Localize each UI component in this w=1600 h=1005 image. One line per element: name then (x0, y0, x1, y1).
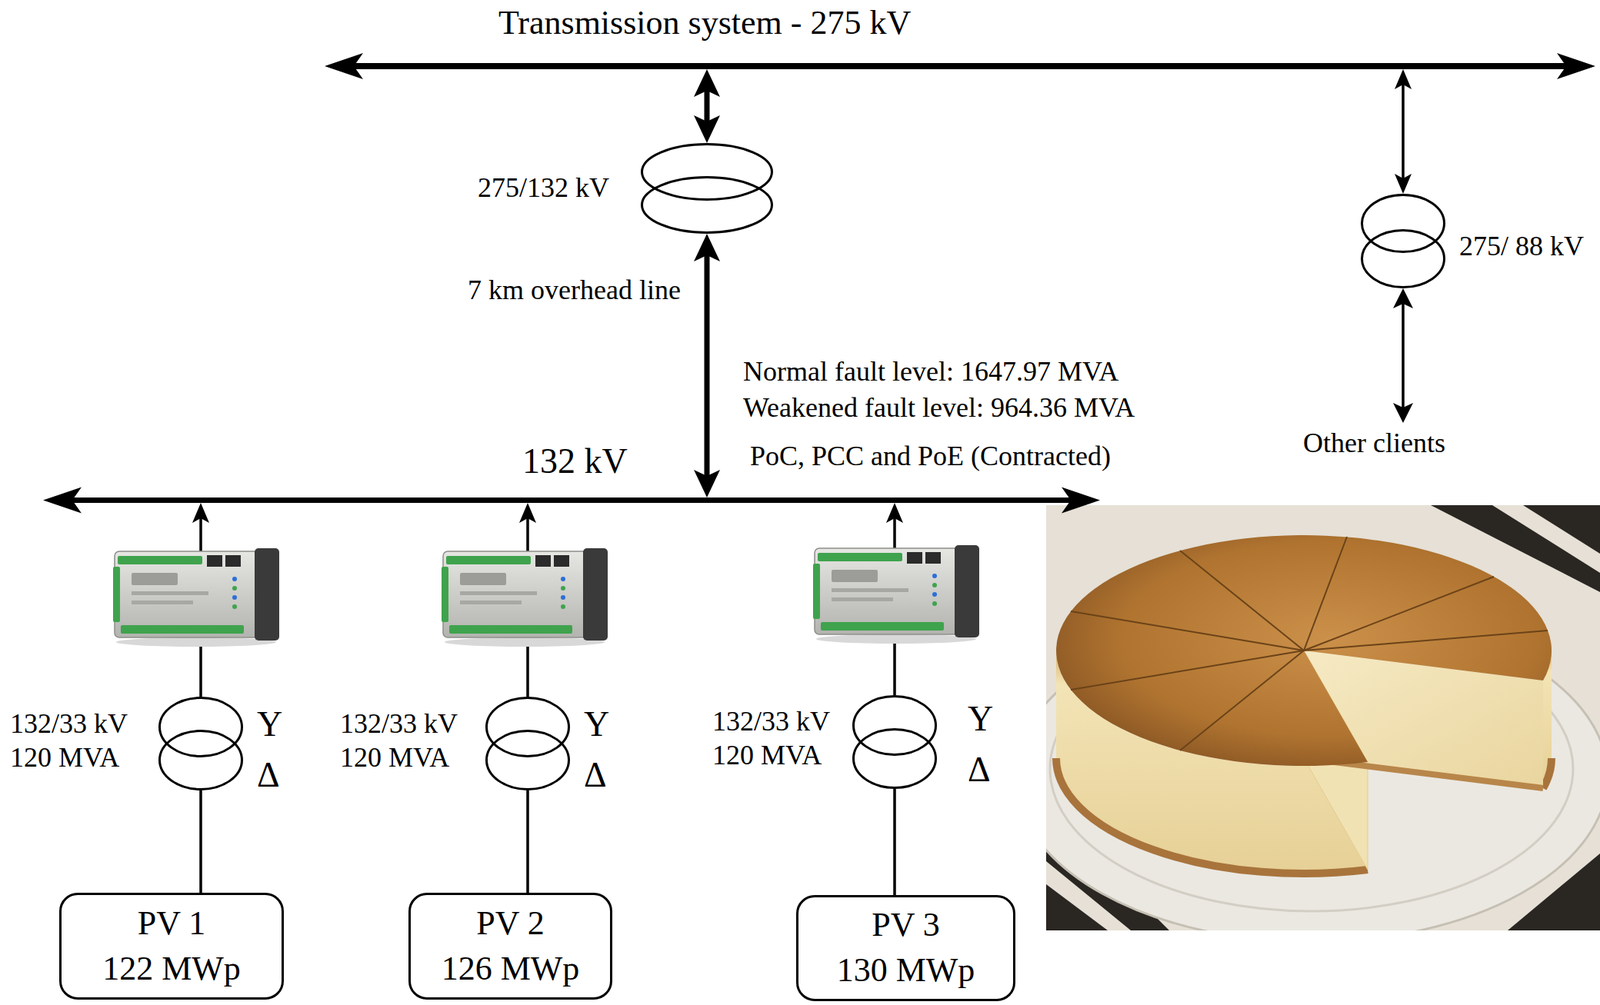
transformer-symbol: 132/33 kV 120 MVAYΔ (852, 695, 937, 790)
winding-circle (486, 731, 570, 790)
connector-line (893, 789, 897, 896)
plant-name: PV 3 (871, 905, 940, 947)
winding-circle (853, 730, 937, 789)
transmission-busbar: Transmission system - 275 kV (324, 63, 1596, 70)
winding-symbol: Y (256, 703, 283, 746)
winding-symbol: Δ (967, 748, 991, 791)
winding-circle (853, 696, 937, 756)
fault-level-note: Weakened fault level: 964.36 MVA (743, 391, 1135, 425)
winding-circle (642, 144, 773, 200)
pv-plant-box: PV 2126 MWp (408, 893, 613, 1000)
power-quality-meter (813, 545, 980, 644)
pv-plant-box: PV 1122 MWp (59, 893, 284, 1000)
transformer-rating: 132/33 kV 120 MVA (712, 705, 844, 772)
busbar-label: Transmission system - 275 kV (498, 3, 911, 44)
plant-capacity: 130 MWp (836, 950, 976, 992)
pv-plant-box: PV 3130 MWp (796, 895, 1016, 1002)
transformer-windings (640, 143, 774, 234)
plant-name: PV 2 (476, 903, 544, 945)
busbar-bar (70, 497, 1073, 504)
winding-symbol: Y (583, 703, 610, 746)
busbar-arrowhead (324, 53, 364, 80)
busbar-line (324, 63, 1596, 70)
busbar-arrowhead (43, 487, 82, 514)
plant-capacity: 122 MWp (102, 949, 241, 990)
transformer-windings (1360, 193, 1446, 289)
winding-symbol: Y (967, 697, 994, 740)
transformer-windings (852, 695, 937, 790)
transformer-symbol: 132/33 kV 120 MVAYΔ (485, 696, 570, 791)
busbar-line (43, 497, 1100, 504)
transformer-symbol: 275/132 kV (640, 143, 774, 234)
cheesecake-photo (1046, 505, 1600, 931)
transformer-rating: 132/33 kV 120 MVA (340, 707, 471, 774)
transformer-symbol: 132/33 kV 120 MVAYΔ (158, 696, 244, 791)
busbar-arrowhead (1556, 53, 1596, 80)
power-quality-meter (113, 548, 280, 647)
connector-line (1401, 79, 1405, 184)
transformer-rating: 132/33 kV 120 MVA (10, 707, 141, 774)
winding-circle (486, 698, 570, 757)
line-length-label: 7 km overhead line (467, 273, 681, 307)
connector-line (199, 790, 203, 894)
load-feeder-arrow (1393, 288, 1414, 424)
voltage-ratio: 275/ 88 kV (1459, 230, 1584, 264)
winding-symbol: Δ (256, 753, 280, 797)
busbar-label: 132 kV (522, 440, 628, 483)
connector-line (704, 83, 710, 130)
winding-circle (160, 731, 243, 790)
winding-circle (1362, 195, 1445, 253)
winding-circle (1362, 230, 1445, 288)
winding-circle (642, 177, 773, 234)
winding-circle (160, 698, 243, 757)
winding-symbol: Δ (583, 753, 607, 797)
plant-name: PV 1 (137, 903, 206, 945)
connector-line (526, 790, 530, 894)
busbar-arrowhead (1061, 487, 1100, 514)
power-quality-meter (441, 548, 608, 647)
load-label: Other clients (1303, 426, 1446, 460)
connection-point-note: PoC, PCC and PoE (Contracted) (750, 440, 1111, 474)
voltage-ratio: 275/132 kV (477, 171, 610, 205)
connector-line (704, 247, 710, 484)
busbar-bar (352, 63, 1568, 70)
transformer-symbol: 275/ 88 kV (1360, 193, 1446, 289)
collector-busbar: 132 kV (43, 497, 1100, 504)
fault-level-note: Normal fault level: 1647.97 MVA (743, 355, 1119, 389)
plant-capacity: 126 MWp (441, 949, 580, 990)
transformer-windings (158, 696, 244, 791)
transformer-windings (485, 696, 570, 791)
